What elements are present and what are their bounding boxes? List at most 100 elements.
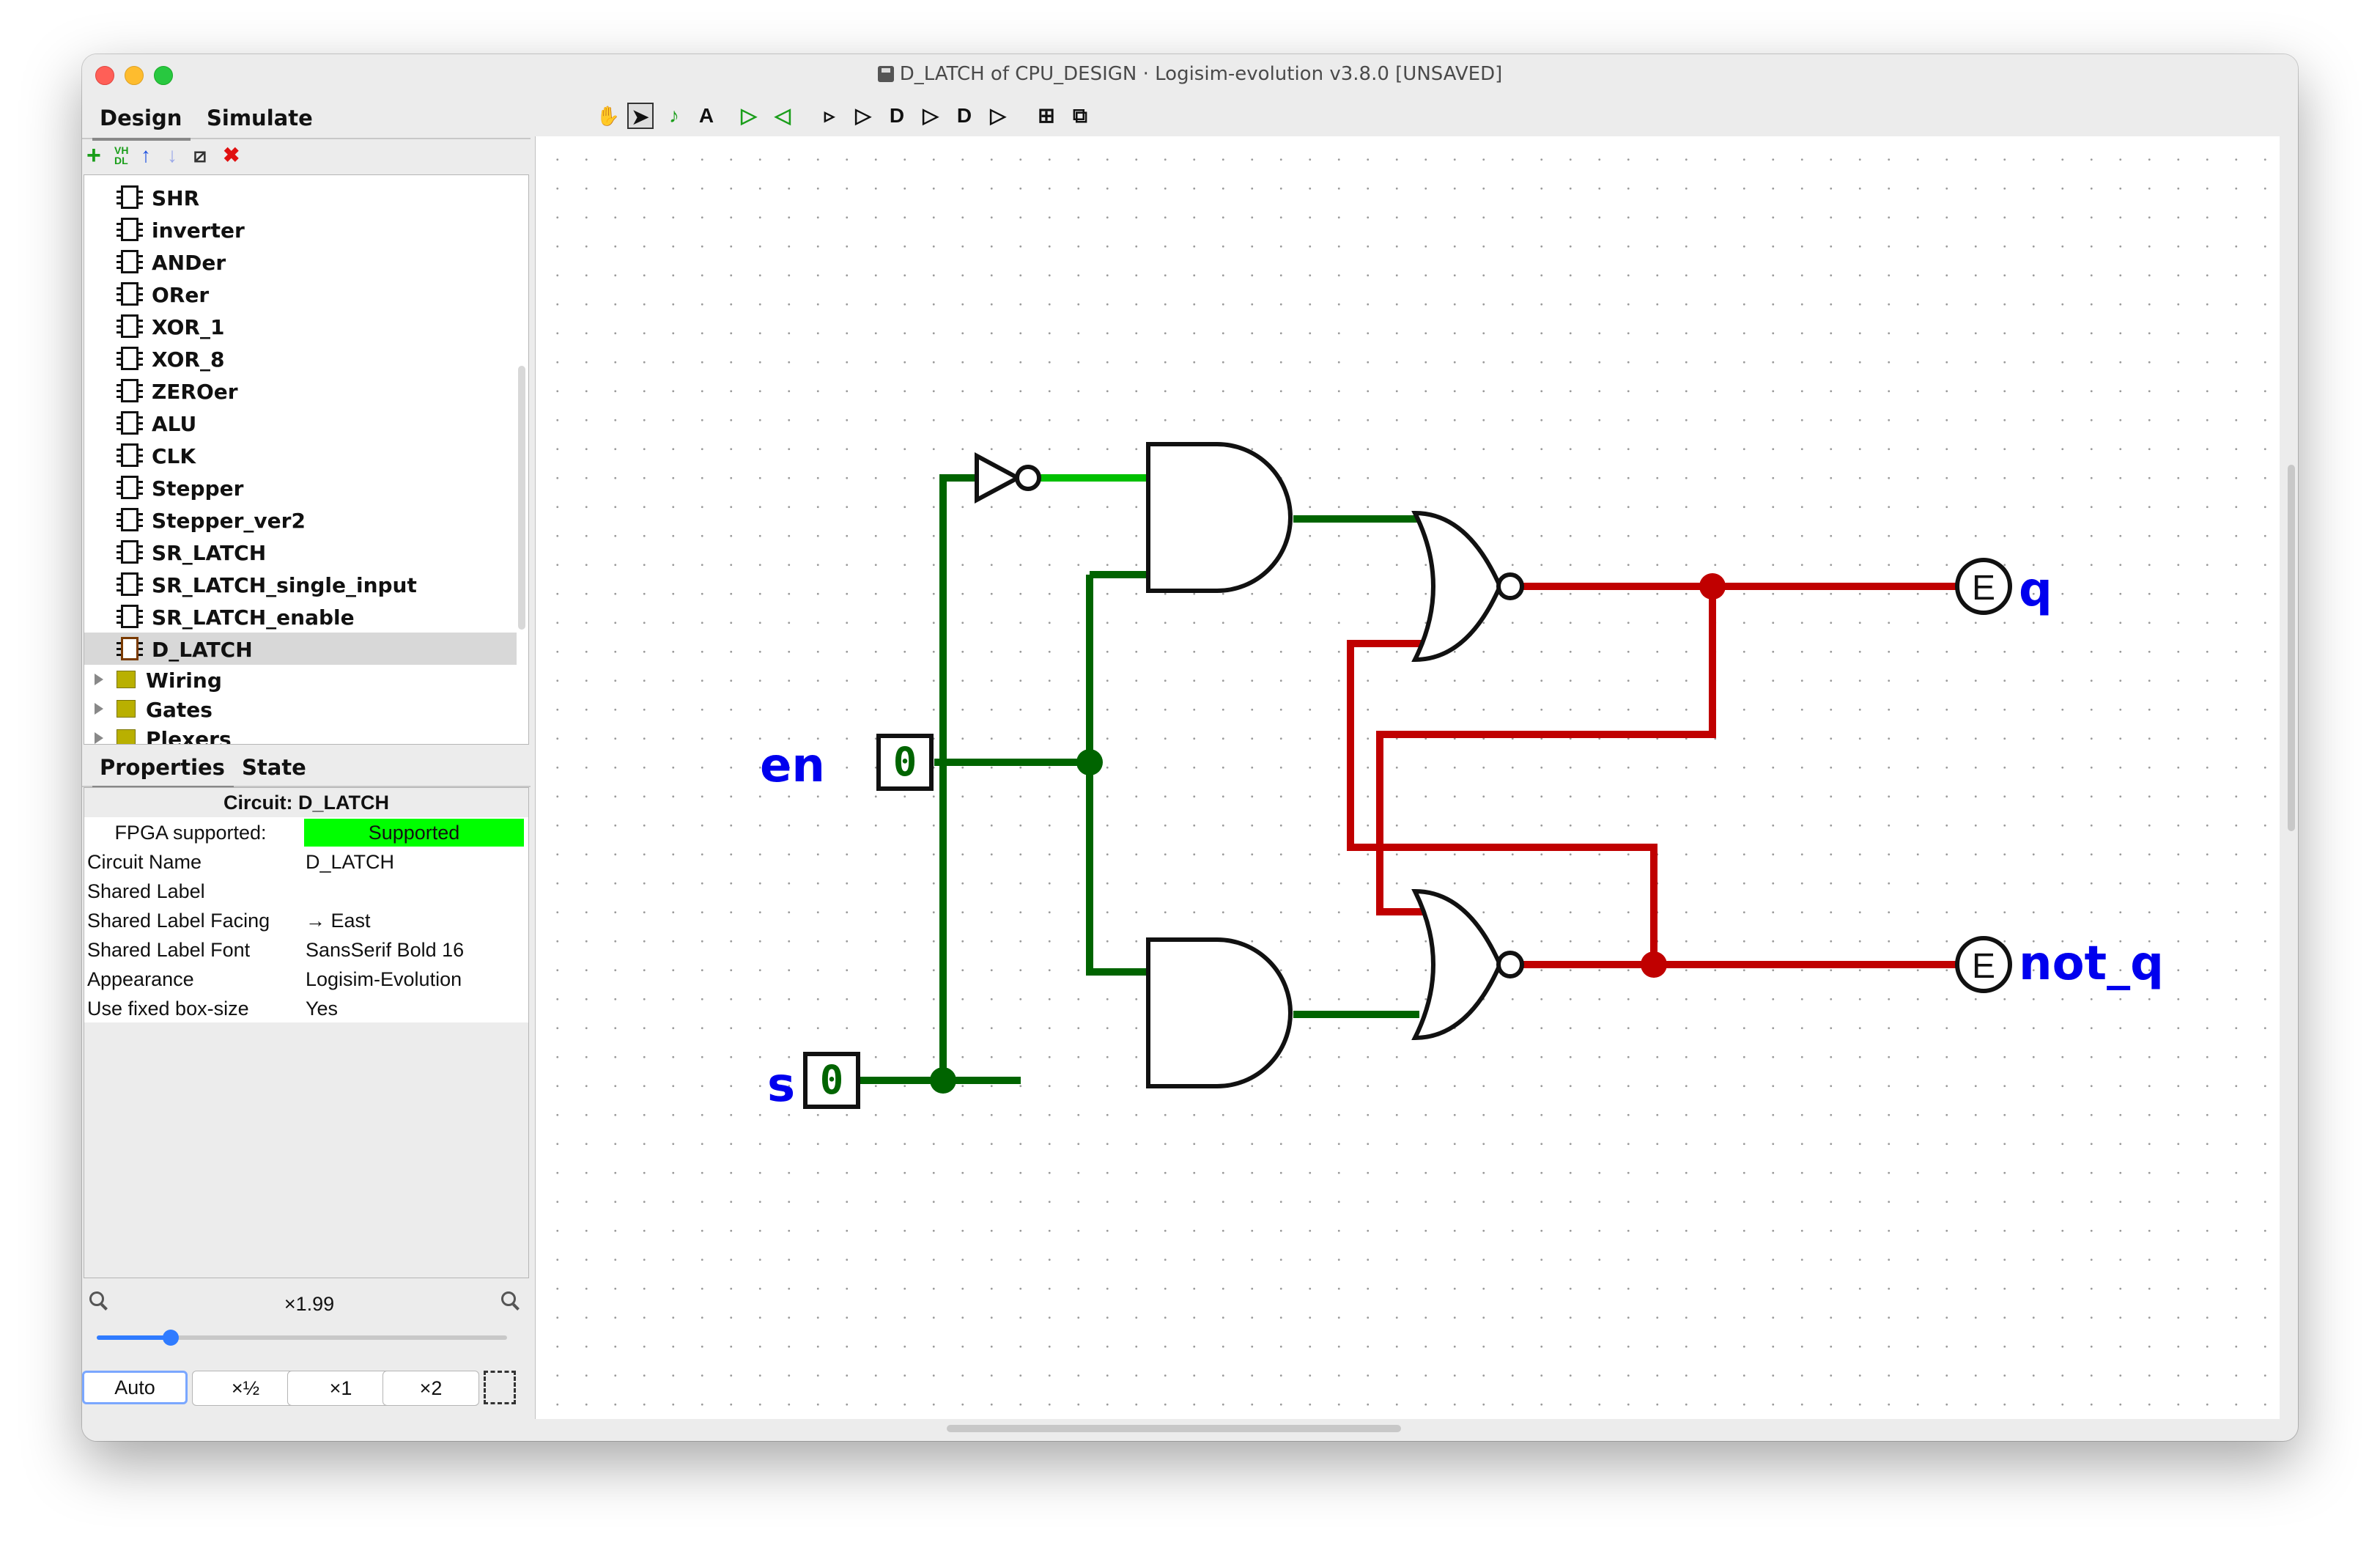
input-pin-s[interactable]: 0 bbox=[803, 1052, 860, 1109]
minimize-window-button[interactable] bbox=[125, 66, 144, 85]
canvas-horizontal-scrollbar[interactable] bbox=[947, 1425, 1401, 1432]
output-pin-icon[interactable]: ◁ bbox=[775, 104, 791, 127]
expand-arrow-icon[interactable] bbox=[95, 732, 103, 744]
tree-item-stepper[interactable]: Stepper bbox=[84, 471, 517, 504]
zoom-auto-button[interactable]: Auto bbox=[82, 1371, 188, 1404]
not-gate[interactable] bbox=[975, 452, 1041, 504]
delete-circuit-icon[interactable]: ✖ bbox=[223, 144, 240, 166]
zoom-1x-button[interactable]: ×1 bbox=[287, 1371, 394, 1406]
tree-item-sr-latch-enable[interactable]: SR_LATCH_enable bbox=[84, 600, 517, 633]
nor-gate-1[interactable] bbox=[1411, 510, 1524, 663]
prop-key: Shared Label bbox=[87, 880, 205, 902]
error-wires[interactable] bbox=[1347, 583, 1957, 968]
canvas-vertical-scrollbar[interactable] bbox=[2288, 465, 2295, 831]
circuit-icon bbox=[117, 476, 143, 499]
tree-folder-label: Gates bbox=[146, 698, 212, 722]
tree-item-sr-latch-single-input[interactable]: SR_LATCH_single_input bbox=[84, 568, 517, 600]
tree-item-sr-latch[interactable]: SR_LATCH bbox=[84, 536, 517, 568]
select-tool-icon[interactable]: ➤ bbox=[627, 103, 654, 129]
folder-icon bbox=[117, 729, 136, 744]
tree-item-zeroer[interactable]: ZEROer bbox=[84, 375, 517, 407]
wiring-tool-icon[interactable]: ♪ bbox=[669, 104, 679, 127]
tab-properties[interactable]: Properties bbox=[92, 755, 234, 789]
or-gate-icon[interactable]: ▷ bbox=[923, 104, 939, 127]
not-gate-icon[interactable]: ▷ bbox=[855, 104, 871, 127]
tree-item-shr[interactable]: SHR bbox=[84, 181, 517, 213]
tree-item-label: SR_LATCH bbox=[152, 541, 267, 565]
tab-state[interactable]: State bbox=[242, 755, 306, 780]
input-pin-en[interactable]: 0 bbox=[876, 734, 934, 791]
zoom-level: ×1.99 bbox=[284, 1293, 335, 1315]
tab-simulate[interactable]: Simulate bbox=[207, 106, 313, 130]
vhdl-icon[interactable]: VH DL bbox=[114, 144, 129, 166]
tree-item-alu[interactable]: ALU bbox=[84, 407, 517, 439]
tree-item-xor-8[interactable]: XOR_8 bbox=[84, 342, 517, 375]
circuit-diagram[interactable]: 0 en 0 s E q E not_q bbox=[536, 136, 2280, 1419]
tree-item-clk[interactable]: CLK bbox=[84, 439, 517, 471]
and-gate-2[interactable] bbox=[1146, 937, 1293, 1088]
circuit-icon bbox=[117, 218, 143, 241]
wire-s-to-not bbox=[939, 474, 977, 1080]
tree-item-label: ALU bbox=[152, 412, 197, 436]
input-pin-icon[interactable]: ▷ bbox=[741, 104, 757, 127]
circuit-icon bbox=[117, 540, 143, 564]
zoom-half-button[interactable]: ×½ bbox=[192, 1371, 299, 1406]
buffer-gate-icon[interactable]: ▹ bbox=[824, 104, 835, 127]
close-window-button[interactable] bbox=[95, 66, 114, 85]
tree-item-label: D_LATCH bbox=[152, 638, 253, 662]
tree-folder-gates[interactable]: Gates bbox=[84, 694, 517, 723]
expand-arrow-icon[interactable] bbox=[95, 674, 103, 685]
add-circuit-tool-icon[interactable]: ⊞ bbox=[1038, 104, 1055, 127]
nor-gate-icon[interactable]: ▷ bbox=[990, 104, 1006, 127]
tree-item-label: inverter bbox=[152, 218, 245, 243]
tree-folder-wiring[interactable]: Wiring bbox=[84, 665, 517, 694]
circuit-name-field[interactable]: D_LATCH bbox=[306, 851, 395, 873]
floppy-icon bbox=[877, 66, 894, 82]
tree-scrollbar[interactable] bbox=[518, 366, 525, 630]
zoom-in-icon[interactable] bbox=[501, 1291, 516, 1306]
output-pin-notq-glyph: E bbox=[1972, 947, 1995, 986]
tree-item-label: Stepper bbox=[152, 476, 244, 501]
zoom-out-icon[interactable] bbox=[89, 1291, 104, 1306]
tree-item-d-latch[interactable]: D_LATCH bbox=[84, 633, 517, 665]
tree-item-stepper-ver2[interactable]: Stepper_ver2 bbox=[84, 504, 517, 536]
wire-en-vertical bbox=[1086, 575, 1148, 976]
output-pin-notq[interactable]: E bbox=[1955, 936, 2012, 993]
shared-label-facing-select[interactable]: → East bbox=[306, 910, 371, 932]
shared-label-font-field[interactable]: SansSerif Bold 16 bbox=[306, 939, 465, 961]
circuit-canvas[interactable]: 0 en 0 s E q E not_q bbox=[535, 136, 2280, 1419]
tree-folder-plexers[interactable]: Plexers bbox=[84, 723, 517, 744]
low-wires[interactable] bbox=[858, 474, 1419, 1084]
add-circuit-icon[interactable]: + bbox=[86, 141, 101, 169]
fixed-box-size-select[interactable]: Yes bbox=[306, 998, 339, 1020]
text-tool-icon[interactable]: A bbox=[698, 104, 714, 127]
tree-item-xor-1[interactable]: XOR_1 bbox=[84, 310, 517, 342]
output-pin-q[interactable]: E bbox=[1955, 558, 2012, 615]
app-window: D_LATCH of CPU_DESIGN · Logisim-evolutio… bbox=[82, 54, 2298, 1441]
zoom-fit-icon[interactable] bbox=[484, 1371, 516, 1404]
zoom-slider-knob[interactable] bbox=[162, 1330, 179, 1346]
prop-row-shared-label-font: Shared Label Font SansSerif Bold 16 bbox=[84, 935, 528, 964]
add-component-tool-icon[interactable]: ⧉ bbox=[1073, 104, 1087, 127]
zoom-slider[interactable] bbox=[97, 1330, 507, 1346]
zoom-2x-button[interactable]: ×2 bbox=[382, 1371, 479, 1406]
appearance-select[interactable]: Logisim-Evolution bbox=[306, 968, 462, 990]
tree-item-ander[interactable]: ANDer bbox=[84, 246, 517, 278]
input-label-en: en bbox=[760, 739, 825, 793]
properties-title: Circuit: D_LATCH bbox=[84, 788, 528, 817]
move-down-icon[interactable]: ↓ bbox=[167, 144, 177, 166]
move-up-icon[interactable]: ↑ bbox=[141, 144, 151, 166]
nand-gate-icon[interactable]: D bbox=[956, 104, 972, 127]
tab-design[interactable]: Design bbox=[92, 106, 191, 141]
junction-en bbox=[1076, 749, 1103, 775]
hand-tool-icon[interactable]: ✋ bbox=[596, 105, 621, 127]
tree-item-orer[interactable]: ORer bbox=[84, 278, 517, 310]
expand-arrow-icon[interactable] bbox=[95, 703, 103, 715]
and-gate-icon[interactable]: D bbox=[889, 104, 905, 127]
edit-appearance-icon[interactable]: ⧄ bbox=[193, 144, 207, 166]
and-gate-1[interactable] bbox=[1146, 442, 1293, 593]
tree-item-inverter[interactable]: inverter bbox=[84, 213, 517, 246]
maximize-window-button[interactable] bbox=[154, 66, 173, 85]
tree-item-label: CLK bbox=[152, 444, 196, 468]
nor-gate-2[interactable] bbox=[1411, 888, 1524, 1041]
